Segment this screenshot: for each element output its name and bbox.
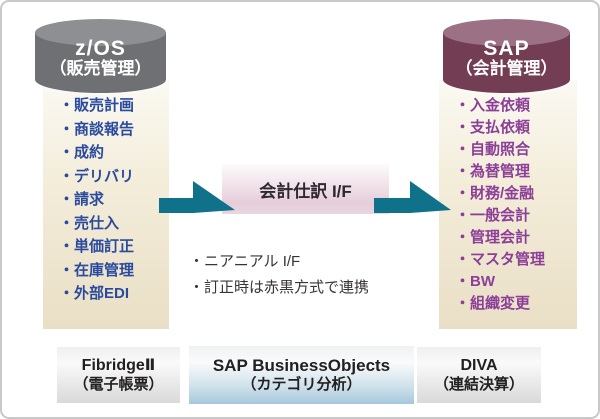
sap-title: SAP bbox=[483, 37, 530, 61]
arrow-shape bbox=[374, 181, 451, 213]
diva-subtitle: （連結決算） bbox=[433, 375, 524, 393]
note-item: ・ニアニアル I/F bbox=[189, 253, 301, 270]
list-item: ・売仕入 bbox=[59, 214, 120, 232]
zos-cylinder: z/OS （販売管理） bbox=[35, 19, 166, 93]
list-item: ・請求 bbox=[59, 191, 105, 208]
businessobjects-title: SAP BusinessObjects bbox=[212, 356, 391, 375]
list-item: ・販売計画 bbox=[59, 97, 135, 114]
sap-cylinder-label: SAP （会計管理） bbox=[443, 32, 570, 84]
list-item: ・デリバリ bbox=[59, 167, 135, 185]
arrow-shape bbox=[159, 181, 235, 213]
flow-arrow-right-icon bbox=[374, 181, 451, 213]
sap-column-panel bbox=[439, 80, 577, 329]
zos-subtitle: （販売管理） bbox=[49, 59, 152, 79]
list-item: ・為替管理 bbox=[455, 163, 531, 180]
diva-title: DIVA bbox=[460, 356, 498, 374]
sap-subtitle: （会計管理） bbox=[455, 59, 558, 79]
list-item: ・商談報告 bbox=[59, 120, 135, 138]
list-item: ・組織変更 bbox=[455, 295, 531, 312]
zos-column-panel bbox=[43, 80, 169, 329]
list-item: ・一般会計 bbox=[455, 207, 531, 224]
sap-item-list: ・入金依頼・支払依頼・自動照合・為替管理・財務/金融・一般会計・管理会計・マスタ… bbox=[455, 95, 545, 315]
list-item: ・自動照合 bbox=[455, 141, 531, 158]
list-item: ・単価訂正 bbox=[59, 238, 135, 255]
businessobjects-subtitle: （カテゴリ分析） bbox=[241, 376, 362, 394]
list-item: ・外部EDI bbox=[59, 285, 130, 302]
cylinder-top-ellipse bbox=[35, 19, 166, 46]
accounting-if-box: 会計仕訳 I/F bbox=[222, 164, 389, 214]
sap-cylinder: SAP （会計管理） bbox=[443, 19, 570, 93]
list-item: ・マスタ管理 bbox=[455, 251, 546, 268]
cylinder-top-ellipse bbox=[443, 19, 570, 46]
zos-cylinder-label: z/OS （販売管理） bbox=[35, 32, 166, 84]
list-item: ・在庫管理 bbox=[59, 261, 135, 279]
list-item: ・入金依頼 bbox=[455, 97, 531, 114]
accounting-if-label: 会計仕訳 I/F bbox=[259, 181, 352, 201]
zos-title: z/OS bbox=[75, 37, 126, 61]
list-item: ・財務/金融 bbox=[455, 185, 535, 202]
list-item: ・成約 bbox=[59, 144, 105, 161]
zos-item-list: ・販売計画・商談報告・成約・デリバリ・請求・売仕入・単価訂正・在庫管理・外部ED… bbox=[59, 94, 134, 306]
list-item: ・BW bbox=[455, 273, 495, 290]
list-item: ・支払依頼 bbox=[455, 119, 531, 136]
if-notes-list: ・ニアニアル I/F ・訂正時は赤黒方式で連携 bbox=[189, 249, 369, 301]
fibridge-title: FibridgeⅡ bbox=[81, 356, 156, 374]
flow-arrow-left-icon bbox=[159, 181, 235, 213]
bottom-box-businessobjects: SAP BusinessObjects （カテゴリ分析） bbox=[189, 346, 414, 404]
bottom-box-fibridge: FibridgeⅡ （電子帳票） bbox=[57, 347, 180, 403]
bottom-box-diva: DIVA （連結決算） bbox=[417, 347, 541, 403]
fibridge-subtitle: （電子帳票） bbox=[73, 375, 164, 393]
note-item: ・訂正時は赤黒方式で連携 bbox=[189, 279, 370, 296]
list-item: ・管理会計 bbox=[455, 229, 531, 246]
